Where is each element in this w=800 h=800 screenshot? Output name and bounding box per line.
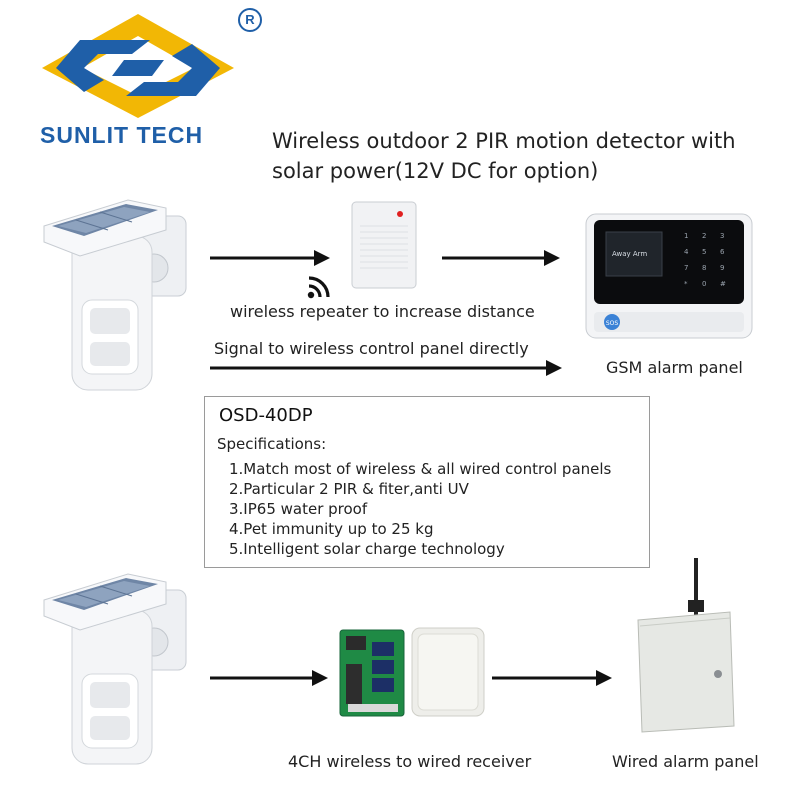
direct-signal-caption: Signal to wireless control panel directl… <box>214 339 529 358</box>
wireless-repeater <box>350 200 420 292</box>
keypad-key: 5 <box>702 248 706 256</box>
keypad-key: 9 <box>720 264 724 272</box>
sos-button-label: SOS <box>606 320 619 327</box>
spec-item: 1.Match most of wireless & all wired con… <box>229 460 612 478</box>
model-number: OSD-40DP <box>219 405 313 426</box>
spec-item: 5.Intelligent solar charge technology <box>229 540 505 558</box>
specifications-box: OSD-40DP Specifications: 1.Match most of… <box>204 396 650 568</box>
keypad-key: 2 <box>702 232 706 240</box>
headline-line-1: Wireless outdoor 2 PIR motion detector w… <box>272 129 736 153</box>
keypad-key: 8 <box>702 264 706 272</box>
keypad-key: 6 <box>720 248 725 256</box>
wired-panel-caption: Wired alarm panel <box>612 752 759 771</box>
wifi-signal-icon <box>306 274 332 300</box>
headline-line-2: solar power(12V DC for option) <box>272 159 599 183</box>
spec-heading: Specifications: <box>217 435 327 453</box>
keypad-key: 3 <box>720 232 724 240</box>
keypad-key: 1 <box>684 232 688 240</box>
spec-item: 4.Pet immunity up to 25 kg <box>229 520 434 538</box>
keypad-key: 0 <box>702 280 706 288</box>
spec-list: 1.Match most of wireless & all wired con… <box>229 459 611 559</box>
receiver-caption: 4CH wireless to wired receiver <box>288 752 532 771</box>
solar-pir-detector-bottom <box>36 570 196 770</box>
keypad-key: 7 <box>684 264 688 272</box>
solar-pir-detector-top <box>36 196 196 396</box>
4ch-receiver-board <box>338 628 408 720</box>
gsm-keypad: 1 2 3 4 5 6 7 8 9 * 0 # <box>684 232 726 288</box>
keypad-key: * <box>684 280 688 288</box>
arrow-direct-to-panel <box>210 360 562 376</box>
logo-mark <box>42 14 234 118</box>
arrow-to-repeater <box>210 250 330 266</box>
wired-alarm-panel <box>630 556 742 736</box>
keypad-key: # <box>720 280 726 288</box>
brand-name: SUNLIT TECH <box>40 122 204 148</box>
receiver-case <box>410 626 488 720</box>
gsm-alarm-panel: Away Arm 1 2 3 4 5 6 7 8 9 * 0 # SOS <box>584 212 756 342</box>
registered-mark: R <box>238 8 262 32</box>
keypad-key: 4 <box>684 248 689 256</box>
spec-item: 2.Particular 2 PIR & fiter,anti UV <box>229 480 469 498</box>
gsm-screen-text: Away Arm <box>612 250 647 258</box>
arrow-to-gsm-panel <box>442 250 560 266</box>
spec-item: 3.IP65 water proof <box>229 500 368 518</box>
arrow-to-receiver <box>210 670 328 686</box>
arrow-to-wired-panel <box>492 670 612 686</box>
brand-logo <box>28 10 248 150</box>
gsm-panel-caption: GSM alarm panel <box>606 358 743 377</box>
repeater-caption: wireless repeater to increase distance <box>230 302 535 321</box>
page-headline: Wireless outdoor 2 PIR motion detector w… <box>272 126 772 186</box>
